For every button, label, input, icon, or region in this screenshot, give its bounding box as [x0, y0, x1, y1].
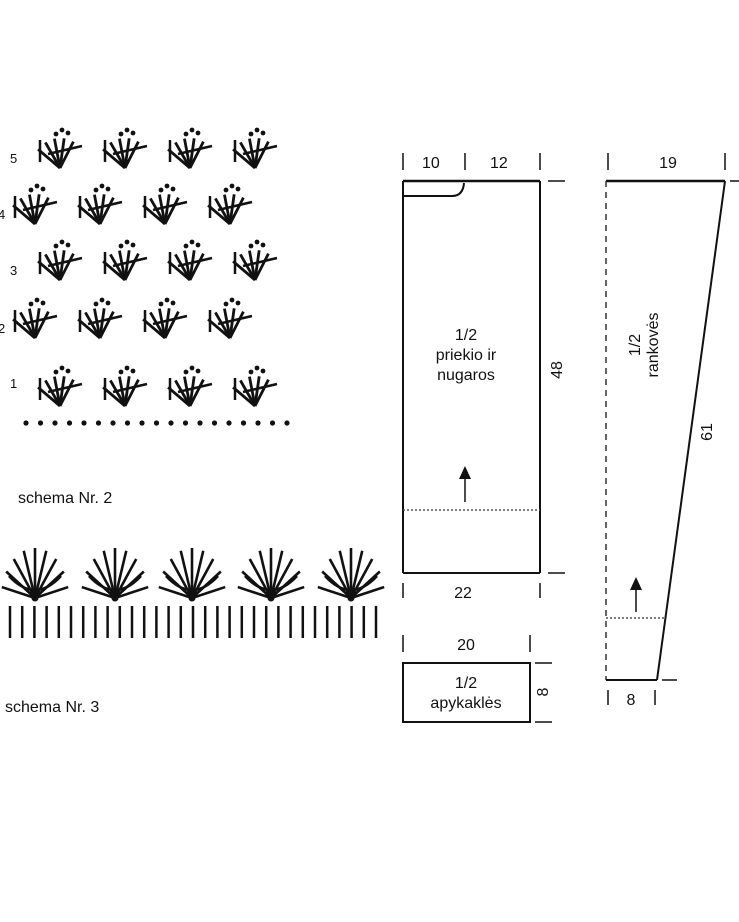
chain-dot: [255, 420, 261, 426]
collar-label-line2: apykaklės: [430, 695, 501, 712]
chain-dot: [211, 420, 218, 426]
row-number-1: 1: [10, 376, 17, 391]
body-label-line1: 1/2: [455, 327, 477, 344]
collar-panel: 20 1/2 apykaklės 8: [402, 635, 552, 723]
shell-fan: [1, 548, 69, 602]
chain-dot: [284, 420, 290, 426]
chain-dot: [139, 420, 145, 426]
shell-fan: [317, 548, 385, 602]
body-label-line3: nugaros: [437, 367, 495, 384]
stitch-cluster: [37, 239, 83, 282]
schema-2-label: schema Nr. 2: [18, 490, 112, 507]
schema-3-label: schema Nr. 3: [5, 699, 99, 716]
sleeve-label-line2: rankovės: [645, 313, 662, 378]
stitch-symbol-rows: [12, 127, 278, 408]
chain-dot: [37, 420, 44, 426]
stitch-cluster: [232, 239, 278, 282]
stitch-cluster: [142, 297, 188, 340]
stitch-cluster: [207, 297, 253, 340]
row-number-4: 4: [0, 207, 5, 222]
body-top-left-dimension: 10: [422, 155, 440, 172]
body-bottom-dimension: 22: [454, 585, 472, 602]
chain-dot: [197, 420, 203, 426]
stitch-cluster: [12, 297, 58, 340]
chain-dot: [124, 420, 131, 426]
stitch-cluster: [232, 365, 278, 408]
stitch-cluster: [167, 239, 213, 282]
collar-width-dimension: 20: [457, 637, 475, 654]
shell-fan: [81, 548, 149, 602]
stitch-cluster: [102, 365, 148, 408]
sleeve-bottom-dimension: 8: [627, 692, 636, 709]
chain-dot: [240, 420, 247, 426]
stitch-cluster: [207, 183, 253, 226]
stitch-cluster: [142, 183, 188, 226]
shell-stitch-fans: [1, 548, 385, 602]
stitch-cluster: [232, 127, 278, 170]
stitch-cluster: [77, 297, 123, 340]
stitch-cluster: [37, 127, 83, 170]
stitch-chart: 5 4 3 2 1: [0, 127, 290, 426]
chain-dot: [81, 420, 87, 426]
chain-dot: [226, 420, 232, 426]
shell-fan: [158, 548, 226, 602]
shell-fan: [237, 548, 305, 602]
body-panel: 10 12 48 1/2 priekio ir nugaros 22: [402, 153, 566, 602]
stitch-cluster: [167, 365, 213, 408]
chain-dot: [168, 420, 174, 426]
chain-dot: [182, 420, 189, 426]
collar-label-line1: 1/2: [455, 675, 477, 692]
body-top-right-dimension: 12: [490, 155, 508, 172]
stitch-cluster: [102, 127, 148, 170]
stitch-cluster: [167, 127, 213, 170]
chain-dot: [23, 420, 29, 426]
stitch-cluster: [102, 239, 148, 282]
row-number-5: 5: [10, 151, 17, 166]
chain-dot: [52, 420, 58, 426]
sleeve-top-dimension: 19: [659, 155, 677, 172]
body-height-dimension: 48: [549, 361, 566, 379]
chain-dot: [269, 420, 276, 426]
body-label-line2: priekio ir: [436, 347, 497, 364]
row-number-3: 3: [10, 263, 17, 278]
sleeve-panel: 19 1/2 rankovės 61 8: [605, 153, 739, 709]
stitch-tick-marks: [8, 606, 378, 638]
foundation-chain-dots: [23, 420, 290, 426]
stitch-cluster: [37, 365, 83, 408]
chain-dot: [110, 420, 116, 426]
chain-dot: [153, 420, 160, 426]
chain-dot: [95, 420, 102, 426]
collar-height-dimension: 8: [535, 687, 552, 696]
chain-dot: [66, 420, 73, 426]
sleeve-length-dimension: 61: [699, 423, 716, 441]
row-number-2: 2: [0, 321, 5, 336]
stitch-cluster: [12, 183, 58, 226]
sleeve-label-line1: 1/2: [627, 334, 644, 356]
stitch-cluster: [77, 183, 123, 226]
